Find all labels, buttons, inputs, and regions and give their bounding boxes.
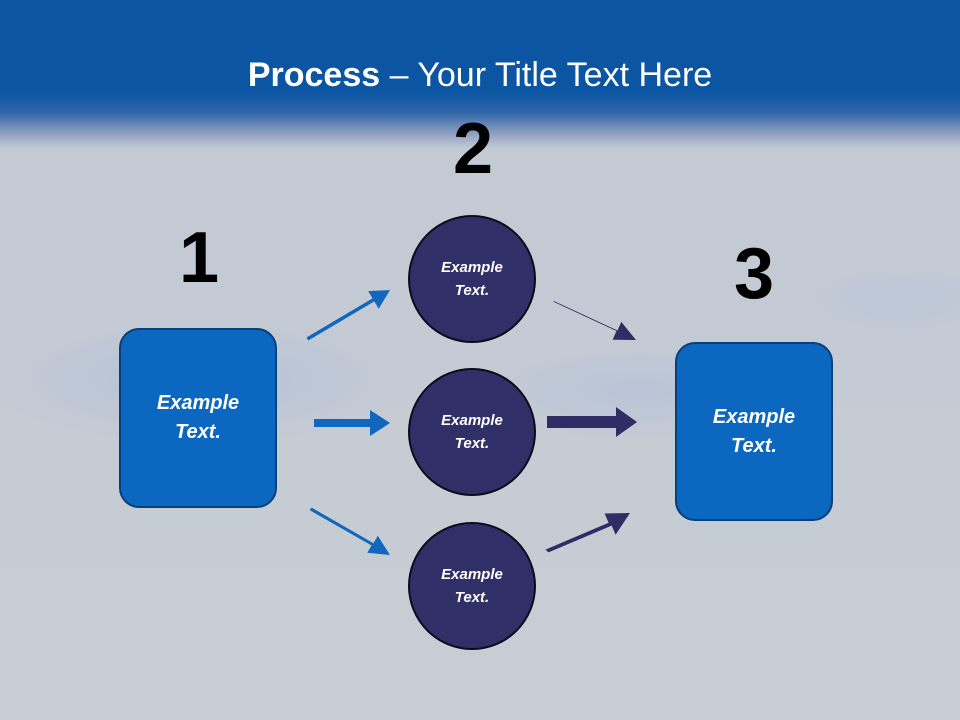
right-box-line1: Example: [712, 405, 796, 428]
right-box-text: Example Text.: [713, 403, 795, 461]
circle-bottom-line2: Text.: [454, 589, 490, 606]
circle-bottom: Example Text.: [408, 522, 536, 650]
circle-middle-line2: Text.: [454, 435, 490, 452]
arrows-left: [306, 290, 390, 555]
step-number-3: 3: [733, 234, 775, 314]
circle-top-text: Example Text.: [441, 256, 503, 302]
arrow-left-up: [306, 290, 390, 341]
left-box-text: Example Text.: [157, 389, 239, 447]
circle-bottom-text: Example Text.: [441, 563, 503, 609]
arrow-right-down: [553, 301, 636, 340]
right-box: Example Text.: [675, 342, 833, 521]
circle-top: Example Text.: [408, 215, 536, 343]
arrow-left-mid: [314, 410, 390, 436]
arrows-right: [545, 301, 637, 553]
step-number-1: 1: [178, 218, 220, 298]
step-number-2: 2: [452, 109, 494, 189]
circle-middle-line1: Example: [441, 412, 503, 429]
title-rest: – Your Title Text Here: [380, 56, 713, 94]
circle-middle-text: Example Text.: [441, 409, 503, 455]
arrow-right-up: [545, 513, 630, 553]
circle-top-line1: Example: [441, 259, 503, 276]
circle-bottom-line1: Example: [441, 566, 503, 583]
title-bold: Process: [247, 56, 381, 94]
left-box-line1: Example: [156, 392, 240, 414]
right-box-line2: Text.: [731, 434, 777, 457]
arrow-left-down: [309, 507, 390, 555]
arrow-right-mid: [547, 407, 637, 437]
circle-top-line2: Text.: [454, 282, 490, 299]
left-box-line2: Text.: [175, 421, 221, 443]
left-box: Example Text.: [119, 328, 277, 508]
header-band: [0, 0, 960, 148]
circle-middle: Example Text.: [408, 368, 536, 496]
slide-title: Process – Your Title Text Here: [0, 54, 960, 96]
